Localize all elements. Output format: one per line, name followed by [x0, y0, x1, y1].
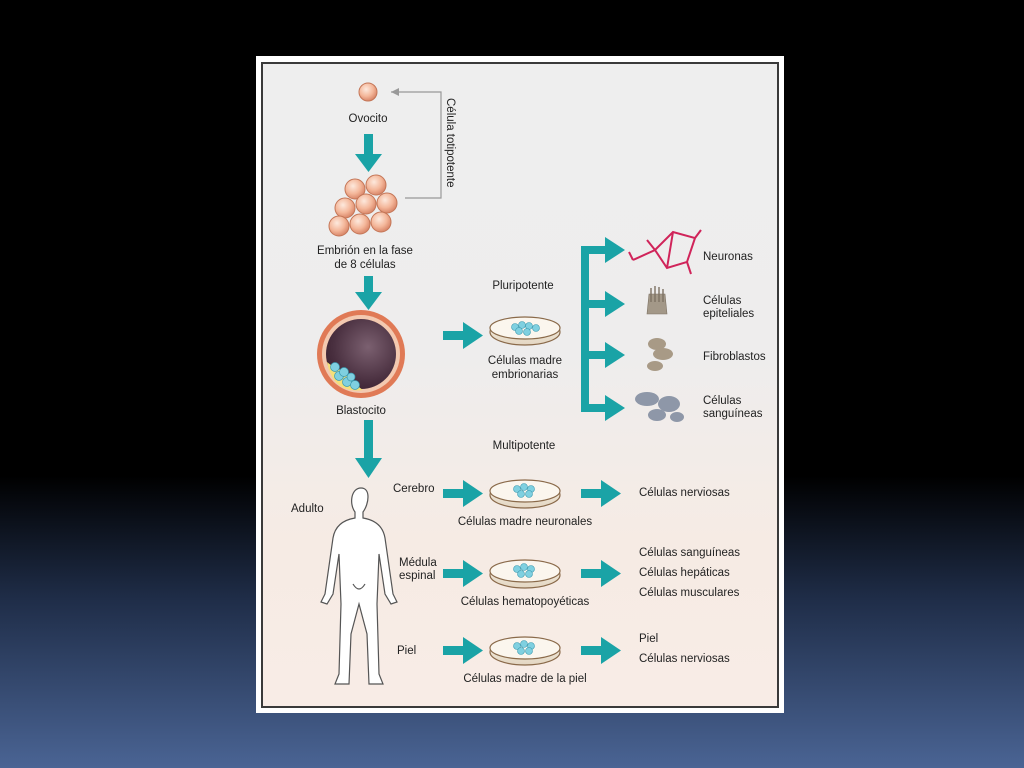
branch-bracket: [581, 237, 625, 421]
label-blastocito: Blastocito: [336, 405, 386, 417]
slide-image: Ovocito Célula totipotente: [256, 56, 784, 713]
arrow-to-piel-out: [581, 637, 621, 664]
label-medula-2: espinal: [399, 570, 435, 582]
label-sanguineas-2: sanguíneas: [703, 408, 763, 420]
arrow-to-blood-liver-muscle: [581, 560, 621, 587]
label-pluripotente: Pluripotente: [492, 280, 553, 292]
label-neuronas: Neuronas: [703, 251, 753, 263]
label-adulto: Adulto: [291, 503, 324, 515]
neuron-network: [628, 229, 702, 275]
label-nerviosas-1: Células nerviosas: [639, 487, 730, 499]
label-piel-out: Piel: [639, 633, 658, 645]
arrow-piel-to-dish: [443, 637, 483, 664]
arrow-down-1: [355, 134, 382, 172]
label-sanguineas-2: Células sanguíneas: [639, 547, 740, 559]
label-hematopoyeticas: Células hematopoyéticas: [461, 596, 590, 608]
label-multipotente: Multipotente: [493, 440, 556, 452]
label-cerebro: Cerebro: [393, 483, 435, 495]
totipotent-loop-arrow: [391, 88, 442, 199]
label-epiteliales-2: epiteliales: [703, 308, 754, 320]
label-musculares: Células musculares: [639, 587, 740, 599]
dish-embrionarias: [489, 316, 561, 346]
label-medula-1: Médula: [399, 557, 437, 569]
label-piel-source: Piel: [397, 645, 416, 657]
arrow-cerebro-to-dish: [443, 480, 483, 507]
blood-cells: [635, 392, 684, 422]
label-madre-piel: Células madre de la piel: [463, 673, 586, 685]
adult-human-figure: [320, 487, 398, 685]
dish-hematopoyeticas: [489, 559, 561, 589]
arrow-down-3: [355, 420, 382, 478]
stem-cell-diagram: Ovocito Célula totipotente: [291, 82, 766, 685]
label-ovocito: Ovocito: [349, 113, 388, 125]
label-nerviosas-2: Células nerviosas: [639, 653, 730, 665]
epithelial-cells: [646, 286, 668, 315]
label-madre-emb-1: Células madre: [488, 355, 562, 367]
fibroblast-cells: [647, 338, 673, 371]
label-embrion-2: de 8 células: [334, 259, 396, 271]
arrow-to-nerviosas: [581, 480, 621, 507]
arrow-medula-to-dish: [443, 560, 483, 587]
blastocito: [317, 310, 405, 398]
label-madre-emb-2: embrionarias: [492, 369, 559, 381]
arrow-down-2: [355, 276, 382, 310]
dish-piel: [489, 636, 561, 666]
label-epiteliales-1: Células: [703, 295, 742, 307]
label-hepaticas: Células hepáticas: [639, 567, 730, 579]
diagram-frame: Ovocito Célula totipotente: [261, 62, 779, 708]
label-madre-neuronales: Células madre neuronales: [458, 516, 592, 528]
label-embrion-1: Embrión en la fase: [317, 245, 413, 257]
embryo-8-cells: [328, 174, 398, 237]
label-fibroblastos: Fibroblastos: [703, 351, 766, 363]
arrow-to-embryonic-dish: [443, 322, 483, 349]
label-celula-totipotente: Célula totipotente: [444, 98, 456, 188]
dish-neuronales: [489, 479, 561, 509]
label-sanguineas-1: Células: [703, 395, 742, 407]
ovocito-cell: [358, 82, 378, 102]
